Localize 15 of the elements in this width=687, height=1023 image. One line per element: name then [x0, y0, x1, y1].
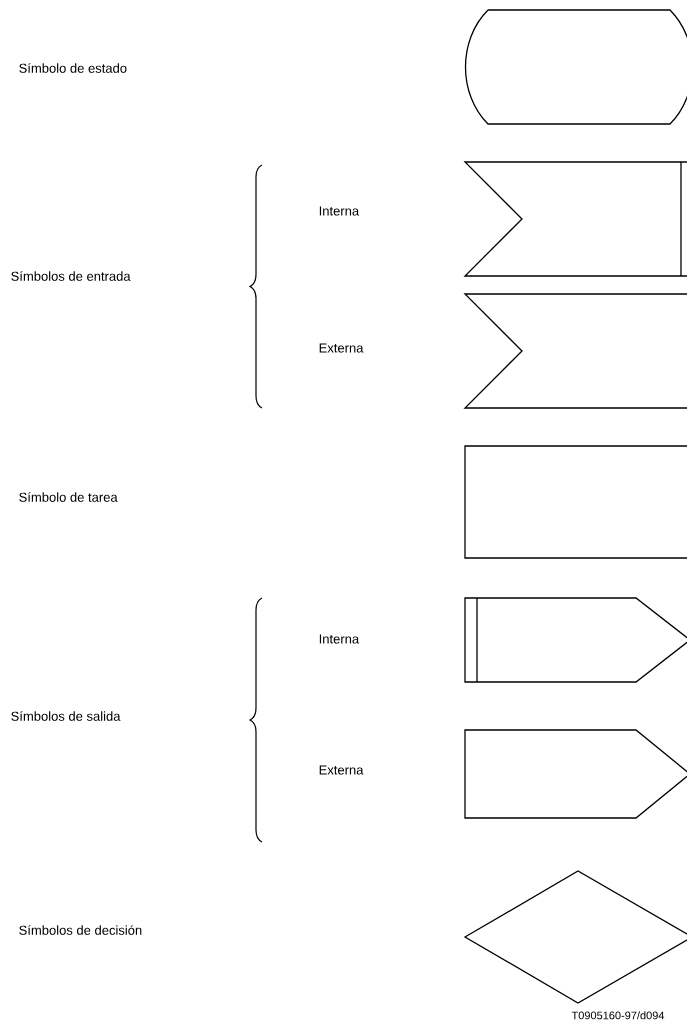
group-label: Símbolos de entrada: [11, 271, 131, 281]
variant-label: Interna: [319, 206, 360, 216]
symbol-caption: Símbolos de decisión: [19, 925, 142, 935]
task-symbol: [464, 445, 687, 559]
input-symbol: [463, 293, 687, 409]
output-symbol: [464, 597, 687, 683]
output-symbol: [464, 729, 687, 819]
state-symbol: [464, 9, 687, 125]
input-symbol: [463, 161, 687, 277]
symbol-caption: Símbolo de tarea: [19, 492, 118, 502]
symbol-caption: Símbolo de estado: [19, 63, 127, 73]
variant-label: Interna: [319, 634, 360, 644]
variant-label: Externa: [319, 765, 364, 775]
variant-label: Externa: [319, 343, 364, 353]
group-label: Símbolos de salida: [11, 711, 121, 721]
